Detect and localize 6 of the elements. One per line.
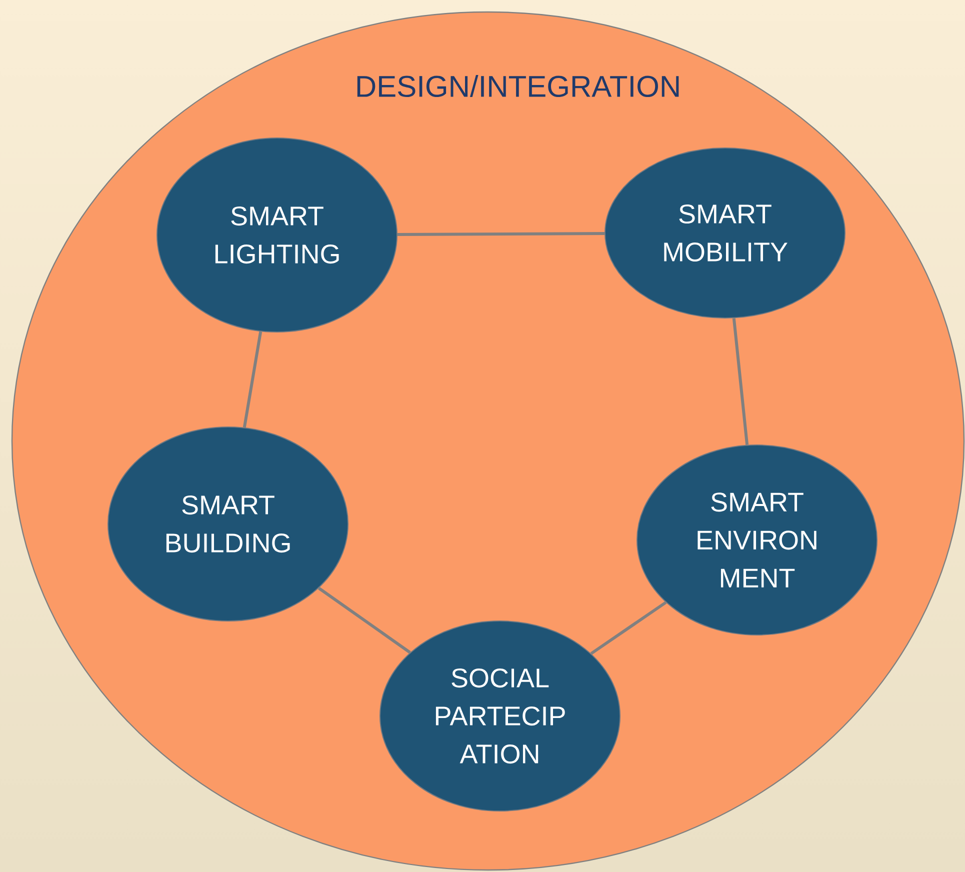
heading: DESIGN/INTEGRATION (357, 74, 679, 98)
connector-line (318, 586, 411, 654)
connector-line (242, 331, 262, 428)
connector-line (590, 601, 667, 655)
connector-line (398, 232, 605, 236)
connector-line (732, 318, 749, 445)
